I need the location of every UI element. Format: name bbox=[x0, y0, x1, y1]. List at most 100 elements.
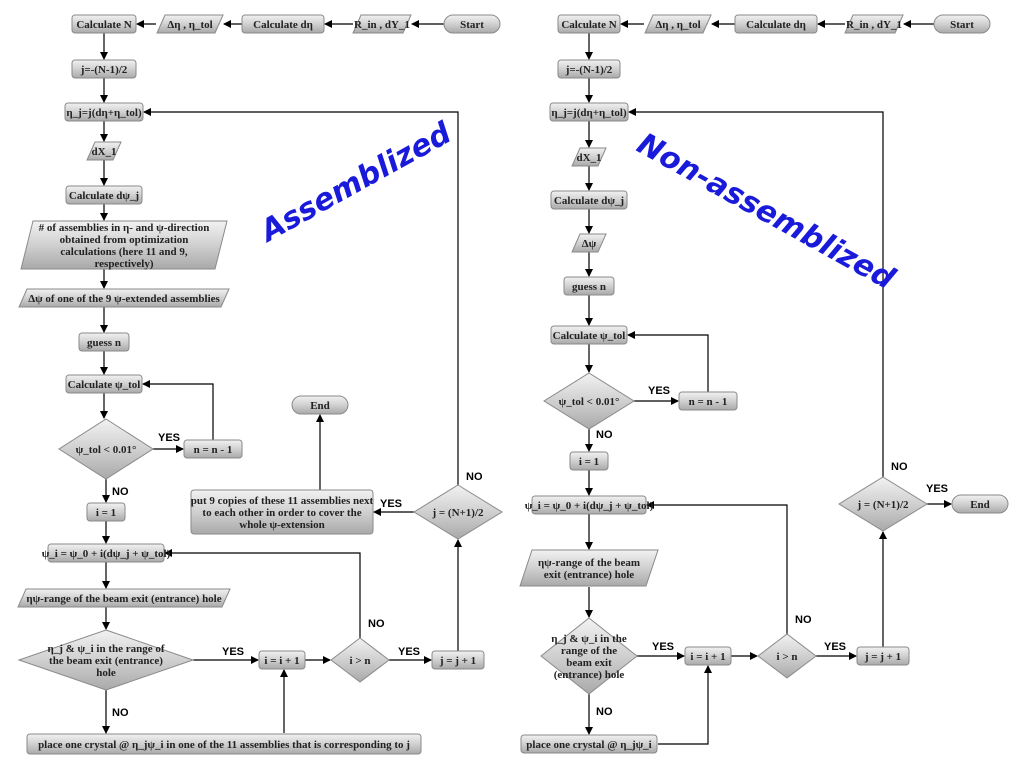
node-label: guess n bbox=[572, 281, 606, 293]
node-label: R_in , dY_1 bbox=[354, 19, 410, 31]
node-label: i > n bbox=[350, 655, 371, 667]
node-label: Δη , η_tol bbox=[655, 19, 700, 31]
edge-label-yes: YES bbox=[926, 483, 948, 495]
title-assemblized: Assemblized bbox=[253, 115, 457, 250]
title-non-assemblized: Non-assemblized bbox=[631, 126, 901, 297]
node-label: i = 1 bbox=[96, 507, 116, 519]
node-label: Calculate ψ_tol bbox=[68, 379, 141, 391]
r-edge-jcheck-eta bbox=[628, 108, 884, 477]
node-label: Δη , η_tol bbox=[167, 19, 212, 31]
left-node-calc-dpsi: Calculate dψ_j bbox=[65, 185, 143, 205]
edge-label-no: NO bbox=[596, 706, 613, 718]
edge-label-yes: YES bbox=[648, 385, 670, 397]
node-label: i > n bbox=[777, 651, 798, 663]
left-node-psi-i: ψ_i = ψ_0 + i(dψ_j + ψ_tol) bbox=[42, 543, 171, 563]
right-node-calc-psitol: Calculate ψ_tol bbox=[550, 325, 628, 345]
node-label: Calculate dη bbox=[746, 19, 806, 31]
node-label: dX_1 bbox=[91, 146, 116, 158]
edge-label-no: NO bbox=[795, 614, 812, 626]
r-edge-gt-psi bbox=[646, 501, 788, 634]
right-node-calc-dpsi: Calculate dψ_j bbox=[550, 190, 628, 210]
edge-label-yes: YES bbox=[380, 498, 402, 510]
node-label: End bbox=[970, 499, 990, 511]
right-node-start: Start bbox=[933, 14, 991, 34]
edge-label-no: NO bbox=[466, 471, 483, 483]
node-label: Start bbox=[460, 19, 484, 31]
edge-label-yes: YES bbox=[222, 646, 244, 658]
edge-label-no: NO bbox=[112, 486, 129, 498]
left-node-n-dec: n = n - 1 bbox=[183, 439, 243, 459]
edge-gt-psi bbox=[164, 549, 361, 638]
left-node-delta-psi: Δψ of one of the 9 ψ-extended assemblies bbox=[18, 288, 230, 308]
left-node-i-gt-n: i > n bbox=[330, 637, 390, 683]
edge-label-no: NO bbox=[891, 461, 908, 473]
node-label: Calculate N bbox=[76, 19, 131, 31]
node-label: Δψ bbox=[582, 238, 597, 250]
node-label: Calculate dη bbox=[253, 19, 313, 31]
left-node-eta-j: η_j=j(dη+η_tol) bbox=[64, 102, 144, 122]
right-node-delta-psi: Δψ bbox=[571, 233, 607, 253]
right-node-place-crystal: place one crystal @ η_jψ_i bbox=[520, 734, 658, 754]
node-label: place one crystal @ η_jψ_i in one of the… bbox=[38, 739, 410, 751]
right-node-j-check: j = (N+1)/2 bbox=[838, 476, 928, 532]
node-label: Start bbox=[950, 19, 974, 31]
left-node-calc-deta: Calculate dη bbox=[241, 14, 325, 34]
right-node-deta-tol: Δη , η_tol bbox=[644, 14, 712, 34]
node-label: j=-(N-1)/2 bbox=[565, 64, 613, 76]
node-label: i = i + 1 bbox=[264, 655, 299, 667]
node-label: ψ_tol < 0.01° bbox=[76, 444, 137, 456]
node-label: j = j + 1 bbox=[439, 655, 476, 667]
node-label: i = i + 1 bbox=[690, 651, 725, 663]
node-label: n = n - 1 bbox=[194, 444, 233, 456]
node-label: n = n - 1 bbox=[689, 396, 728, 408]
left-node-j-inc: j = j + 1 bbox=[431, 650, 485, 670]
r-edge-place-iinc bbox=[658, 665, 712, 745]
left-node-put-copies: put 9 copies of these 11 assemblies next… bbox=[190, 489, 374, 535]
right-node-psitol-check: ψ_tol < 0.01° bbox=[543, 372, 635, 430]
left-node-calc-n: Calculate N bbox=[71, 14, 137, 34]
node-label: ηψ-range of the beam exit (entrance) hol… bbox=[26, 593, 221, 605]
right-node-rin-dy: R_in , dY_1 bbox=[844, 14, 904, 34]
node-label: j = (N+1)/2 bbox=[431, 507, 484, 519]
edge-label-no: NO bbox=[368, 618, 385, 630]
edge-jcheck-eta bbox=[143, 108, 459, 485]
node-label: j=-(N-1)/2 bbox=[80, 64, 128, 76]
edge-label-yes: YES bbox=[824, 641, 846, 653]
edge-ndec-calc bbox=[142, 380, 214, 440]
right-node-eta-j: η_j=j(dη+η_tol) bbox=[549, 102, 629, 122]
edge-label-yes: YES bbox=[652, 641, 674, 653]
node-label: guess n bbox=[87, 337, 121, 349]
right-node-end: End bbox=[951, 494, 1009, 514]
node-label: η_j=j(dη+η_tol) bbox=[551, 107, 627, 119]
right-node-guess-n: guess n bbox=[563, 276, 615, 296]
left-node-deta-tol: Δη , η_tol bbox=[156, 14, 224, 34]
left-node-place-crystal: place one crystal @ η_jψ_i in one of the… bbox=[26, 733, 422, 755]
left-node-calc-psitol: Calculate ψ_tol bbox=[65, 374, 143, 394]
right-node-dx1: dX_1 bbox=[571, 147, 607, 167]
node-label: Calculate dψ_j bbox=[69, 190, 139, 202]
left-node-i-inc: i = i + 1 bbox=[258, 650, 306, 670]
right-node-n-dec: n = n - 1 bbox=[678, 391, 738, 411]
right-node-calc-n: Calculate N bbox=[557, 14, 621, 34]
node-label: Δψ of one of the 9 ψ-extended assemblies bbox=[28, 293, 220, 305]
right-node-j-init: j=-(N-1)/2 bbox=[557, 59, 621, 79]
node-label: η_j=j(dη+η_tol) bbox=[66, 107, 142, 119]
node-label: Calculate N bbox=[561, 19, 616, 31]
right-node-i-init: i = 1 bbox=[569, 451, 609, 471]
node-label: Calculate dψ_j bbox=[554, 195, 624, 207]
right-node-j-inc: j = j + 1 bbox=[856, 646, 910, 666]
left-node-range-hole: ηψ-range of the beam exit (entrance) hol… bbox=[17, 588, 231, 608]
left-node-dx1: dX_1 bbox=[86, 141, 122, 161]
left-node-psitol-check: ψ_tol < 0.01° bbox=[58, 418, 154, 480]
node-label: ψ_i = ψ_0 + i(dψ_j + ψ_tol) bbox=[42, 548, 171, 560]
right-node-calc-deta: Calculate dη bbox=[734, 14, 818, 34]
edge-label-no: NO bbox=[112, 707, 129, 719]
node-label: j = (N+1)/2 bbox=[856, 499, 909, 511]
right-node-i-gt-n: i > n bbox=[757, 633, 817, 679]
left-node-j-check: j = (N+1)/2 bbox=[413, 484, 503, 540]
